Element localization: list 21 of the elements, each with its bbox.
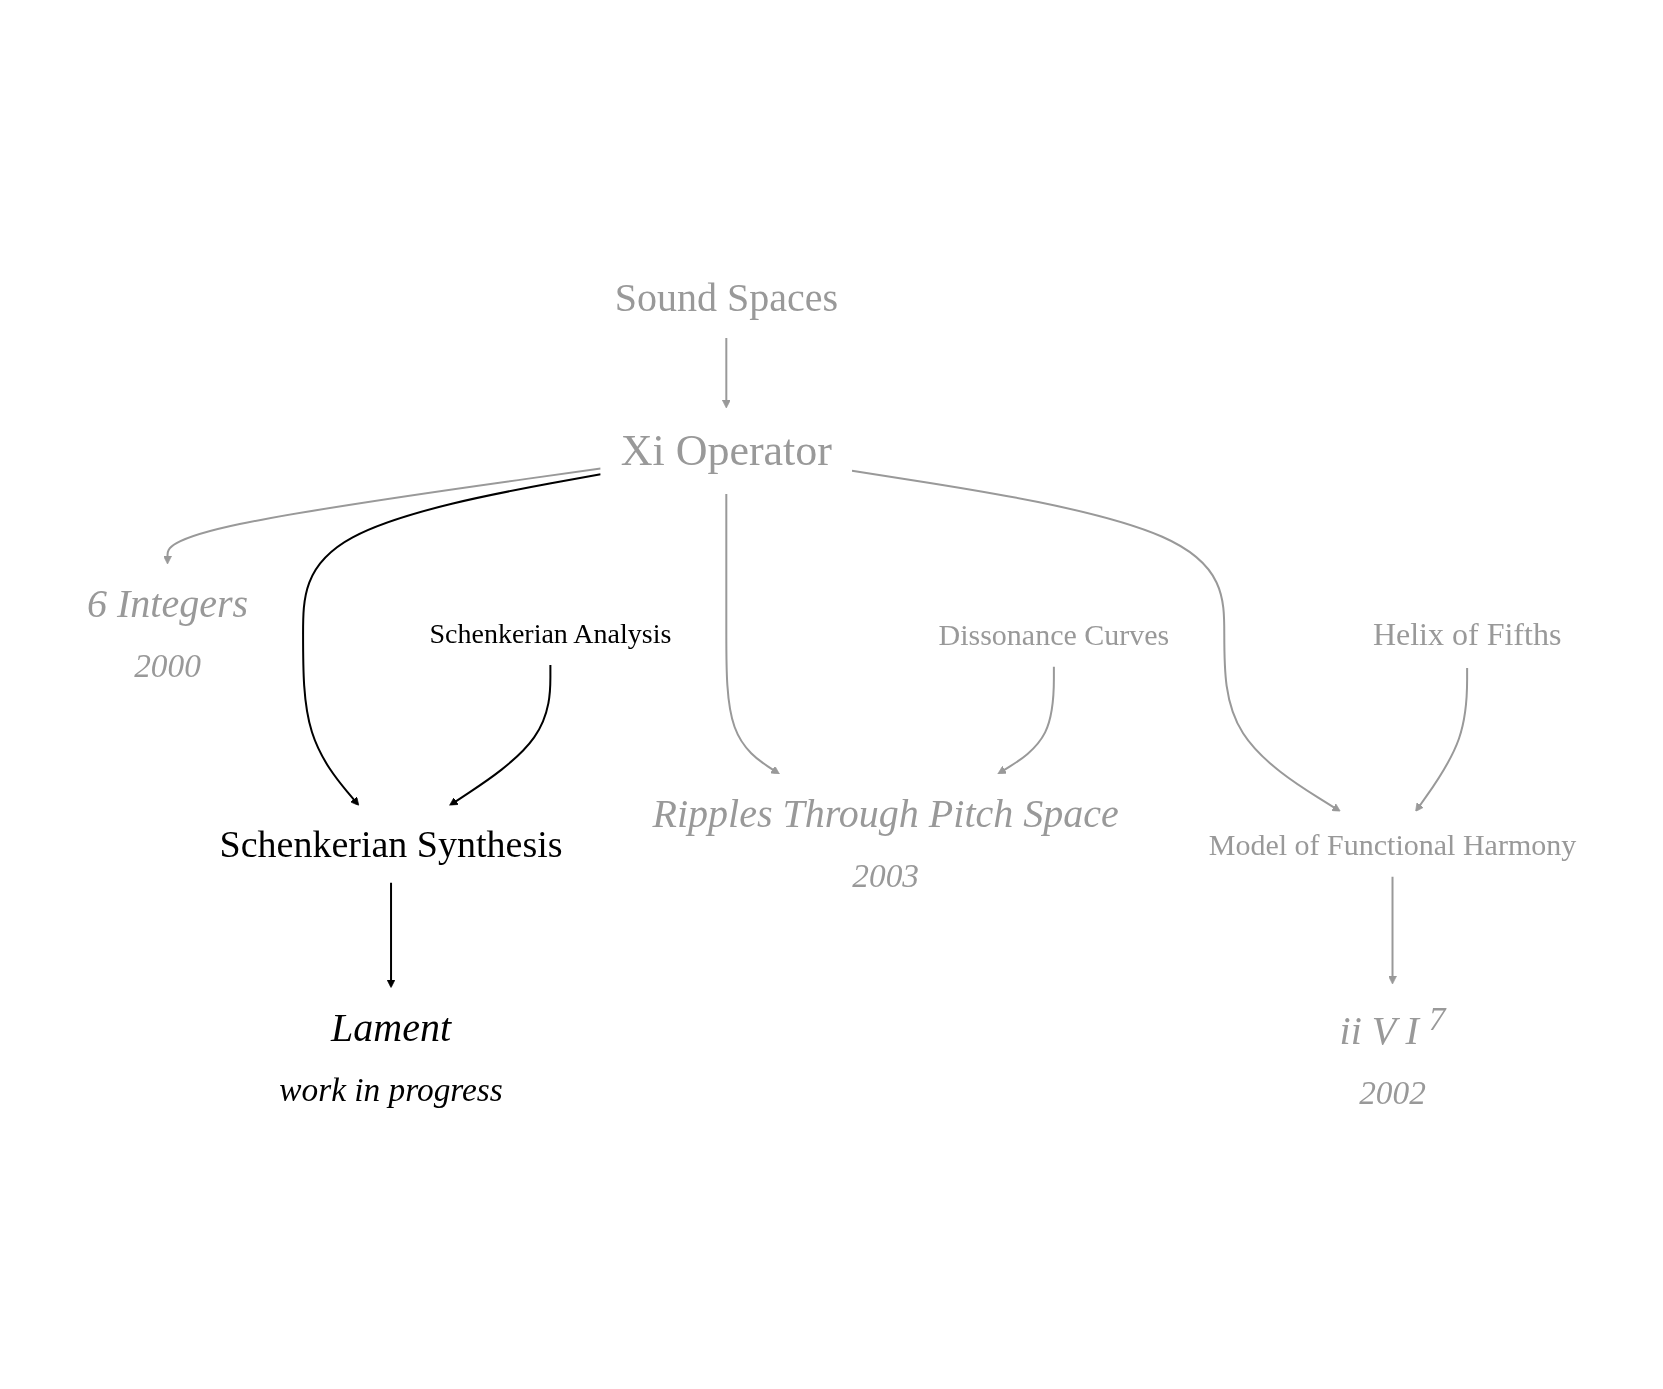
node-text: Schenkerian Synthesis — [219, 822, 563, 865]
arrow — [1388, 875, 1397, 985]
arrow — [997, 665, 1055, 775]
arrow — [850, 469, 1341, 812]
arrow — [1415, 666, 1468, 812]
node-text: Ripples Through Pitch Space 2003 — [652, 790, 1119, 894]
arrow — [725, 492, 780, 775]
node-text: Model of Functional Harmony — [1208, 827, 1577, 861]
node-text: Schenkerian Analysis — [429, 617, 672, 649]
node-text: Helix of Fifths — [1372, 615, 1562, 652]
arrow — [301, 473, 602, 806]
node-text: Xi Operator — [620, 425, 832, 475]
node-text: Lament work in progress — [279, 1004, 503, 1108]
node-text: ii V I $^{7}$ 2002 — [1339, 999, 1446, 1112]
arrow — [386, 881, 396, 988]
arrow — [163, 467, 602, 565]
node-text: Dissonance Curves — [938, 617, 1170, 651]
arrow — [448, 663, 552, 806]
node-text: Sound Spaces — [614, 274, 838, 320]
node-text: 6 Integers 2000 — [86, 580, 248, 684]
arrow — [721, 336, 731, 409]
